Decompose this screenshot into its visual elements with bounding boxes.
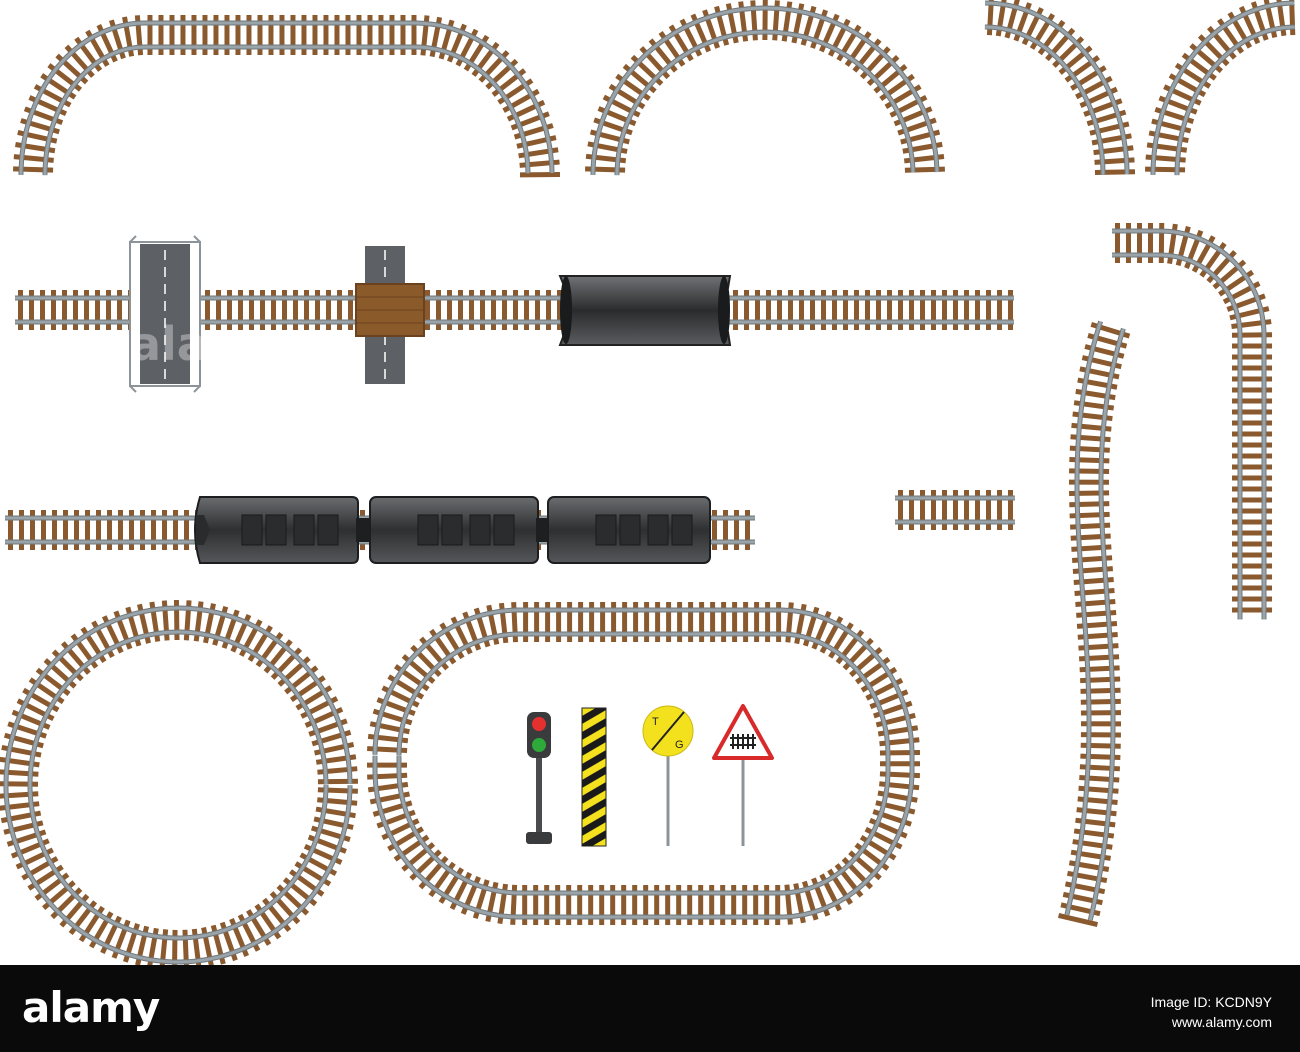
traffic-signal xyxy=(526,712,552,844)
s-curve-track-long xyxy=(1057,320,1131,928)
post-stripe xyxy=(582,830,606,846)
sleeper xyxy=(1057,912,1099,928)
post-stripe xyxy=(582,734,606,756)
oval-track xyxy=(367,602,921,925)
train-car-locomotive xyxy=(194,496,359,564)
circular-track xyxy=(0,599,358,965)
footer-site: www.alamy.com xyxy=(1171,1014,1272,1030)
post-stripe xyxy=(582,718,606,740)
yellow-round-sign: T G xyxy=(642,705,694,846)
train-car-middle xyxy=(369,496,539,564)
striped-barrier-post xyxy=(581,686,607,847)
curved-track-quarter-right xyxy=(1145,0,1296,176)
curved-track-arch-left xyxy=(13,15,561,178)
fence-icon xyxy=(730,734,756,749)
footer-logo: alamy xyxy=(22,983,160,1032)
post-stripe xyxy=(582,798,606,820)
post-stripe xyxy=(582,708,606,724)
level-crossing-warning-sign xyxy=(712,704,774,846)
straight-track-short xyxy=(895,490,1015,530)
tunnel xyxy=(558,275,732,346)
footer-image-id: Image ID: KCDN9Y xyxy=(1150,994,1272,1010)
curved-track-quarter-left xyxy=(984,0,1136,176)
sleepers xyxy=(585,0,945,173)
yellow-sign-top-letter: T xyxy=(652,716,659,728)
rail-right xyxy=(3,605,353,965)
footer-bar: alamy Image ID: KCDN9Y www.alamy.com xyxy=(0,965,1300,1052)
sleepers xyxy=(1145,0,1296,173)
sleepers xyxy=(1057,321,1131,928)
post-stripe xyxy=(582,814,606,836)
railway-elements-illustration: T G alamy xyxy=(0,0,1296,965)
post-stripe xyxy=(582,750,606,772)
curved-track-arch-middle xyxy=(585,0,945,176)
yellow-sign-bottom-letter: G xyxy=(675,739,684,751)
road-level-crossing xyxy=(355,246,425,384)
hook-curve-track xyxy=(1112,222,1273,620)
sleepers xyxy=(986,0,1136,176)
train-car-rear xyxy=(547,496,711,564)
rail-left xyxy=(42,44,531,176)
road-bridge-overpass xyxy=(129,235,201,393)
watermark-text: alamy xyxy=(130,317,286,371)
rail-left xyxy=(1112,252,1243,620)
footer-image-info: Image ID: KCDN9Y www.alamy.com xyxy=(1151,992,1272,1032)
post-stripe xyxy=(582,766,606,788)
rail-left xyxy=(396,631,891,896)
post-stripe xyxy=(582,686,606,708)
train xyxy=(194,496,711,564)
post-stripe xyxy=(582,782,606,804)
